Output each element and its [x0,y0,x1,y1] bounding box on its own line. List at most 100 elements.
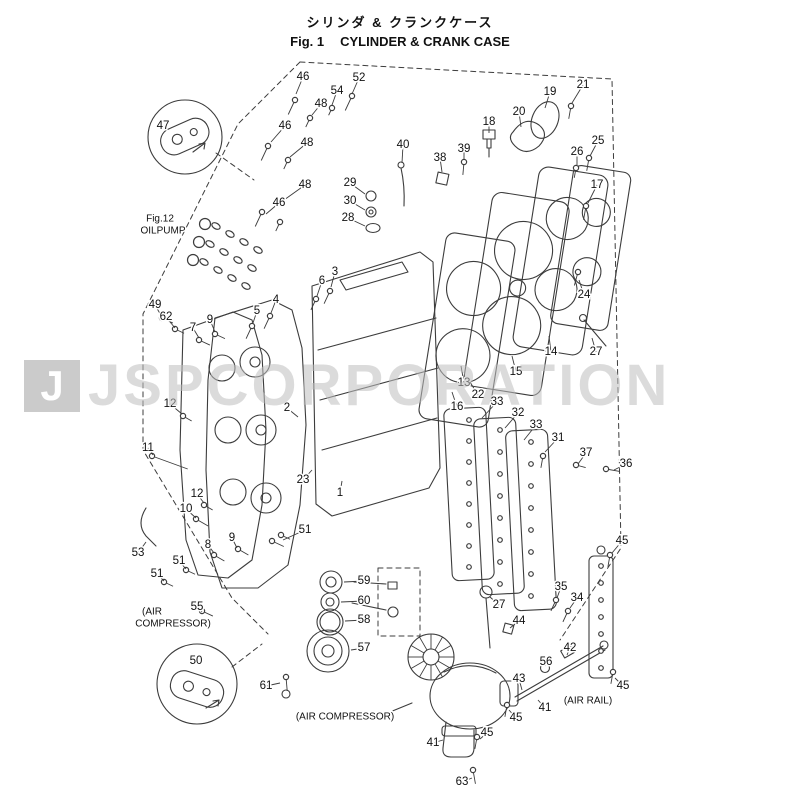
part-number-callout: 44 [513,615,526,627]
leader-line [340,600,365,603]
part-number-callout: 49 [149,299,162,311]
leader-line [508,709,517,719]
fin-line [437,645,452,654]
washer [365,206,377,218]
pipe-end [397,161,405,169]
part-number-callout: 45 [617,680,630,692]
part-number-callout: 63 [456,776,469,788]
part-number-callout: 43 [513,673,526,685]
bolt-hole [528,593,534,599]
diagram-annotation: COMPRESSOR) [135,619,211,630]
leader-line [569,597,578,609]
part-number-callout: 24 [578,289,591,301]
leader-line [544,661,547,667]
bolt-hole [497,449,503,455]
leader-line [344,619,365,622]
bolt-head [572,461,580,469]
bolt-hole [528,571,534,577]
fin-line [419,663,428,678]
leader-line [578,279,585,296]
part-number-callout: 10 [180,503,193,515]
part-number-callout: 9 [207,314,213,326]
detail-view-47 [147,99,223,175]
circled-ref [192,235,206,249]
part-number-callout: 48 [315,98,328,110]
fin-line [410,645,425,654]
leader-line [302,469,313,481]
detail-leader-dashed [231,643,263,668]
leader-line [286,407,299,418]
oilpump-part [241,282,251,290]
bolt-head [179,412,187,420]
part-number-callout: 19 [544,86,557,98]
leader-line [518,111,522,128]
clamp-detail-box [351,567,421,637]
bolt-hole [598,648,604,654]
part-number-callout: 11 [142,442,154,454]
cylinder-block [311,251,441,517]
part-number-callout: 41 [539,702,552,714]
part-number-callout: 41 [427,737,440,749]
part-number-callout: 27 [493,599,506,611]
bolt-head [277,531,285,539]
air-pipe [514,645,606,702]
bolt-hole [466,438,472,444]
bolt-head [567,102,575,110]
leader-line [401,144,404,164]
bolt-head [182,566,190,574]
leader-line [137,541,147,554]
part-number-callout: 57 [358,642,371,654]
exhaust-outer-cover [505,428,557,612]
leader-line [339,480,343,494]
bolt-hole [598,580,604,586]
leader-line [537,699,546,709]
bolt-hole [528,505,534,511]
oilpump-part [233,256,243,264]
bolt-hole [598,563,604,569]
bearing-seal-stack [306,570,350,673]
bolt-head [192,515,200,523]
bolt-hole [598,631,604,637]
leader-line [504,412,519,429]
bolt-head [284,156,292,164]
arrow-icon [192,142,206,153]
leader-line [185,508,197,519]
part-number-callout: 46 [273,197,286,209]
leader-line [544,437,559,453]
leader-line [556,586,562,599]
pipe-end-fitting [599,640,609,650]
fin-line [434,636,443,651]
bolt-head [282,673,290,681]
diagram-annotation: (AIR RAIL) [564,696,612,707]
leader-line [571,84,584,104]
bolt-head [158,314,166,322]
part-number-callout: 18 [483,116,496,128]
part-number-callout: 3 [332,266,338,278]
washer [365,190,377,202]
part-number-callout: 20 [513,106,526,118]
part-number-callout: 48 [299,179,312,191]
bolt-head [268,537,276,545]
part-number-callout: 7 [190,322,196,334]
bolt-head [585,154,593,162]
leader-line [351,77,360,95]
part-number-callout: 51 [151,568,164,580]
leader-line [165,316,176,329]
bolt-hole [497,537,503,543]
leader-line [347,217,366,227]
leader-line [489,596,500,606]
bolt-head [210,551,218,559]
bolt-head [328,104,336,112]
leader-line [587,184,598,204]
leader-line [509,620,520,629]
leader-line [169,403,183,415]
part-number-callout: 23 [297,474,310,486]
hook-pipe [140,507,157,547]
boundary-dashed-line [142,61,301,635]
leader-line [349,182,366,195]
cylinder-head [463,191,570,396]
part-number-callout: 26 [571,146,584,158]
leader-line [330,271,336,288]
bolt-hole [466,480,472,486]
breather-pipe [400,167,405,207]
